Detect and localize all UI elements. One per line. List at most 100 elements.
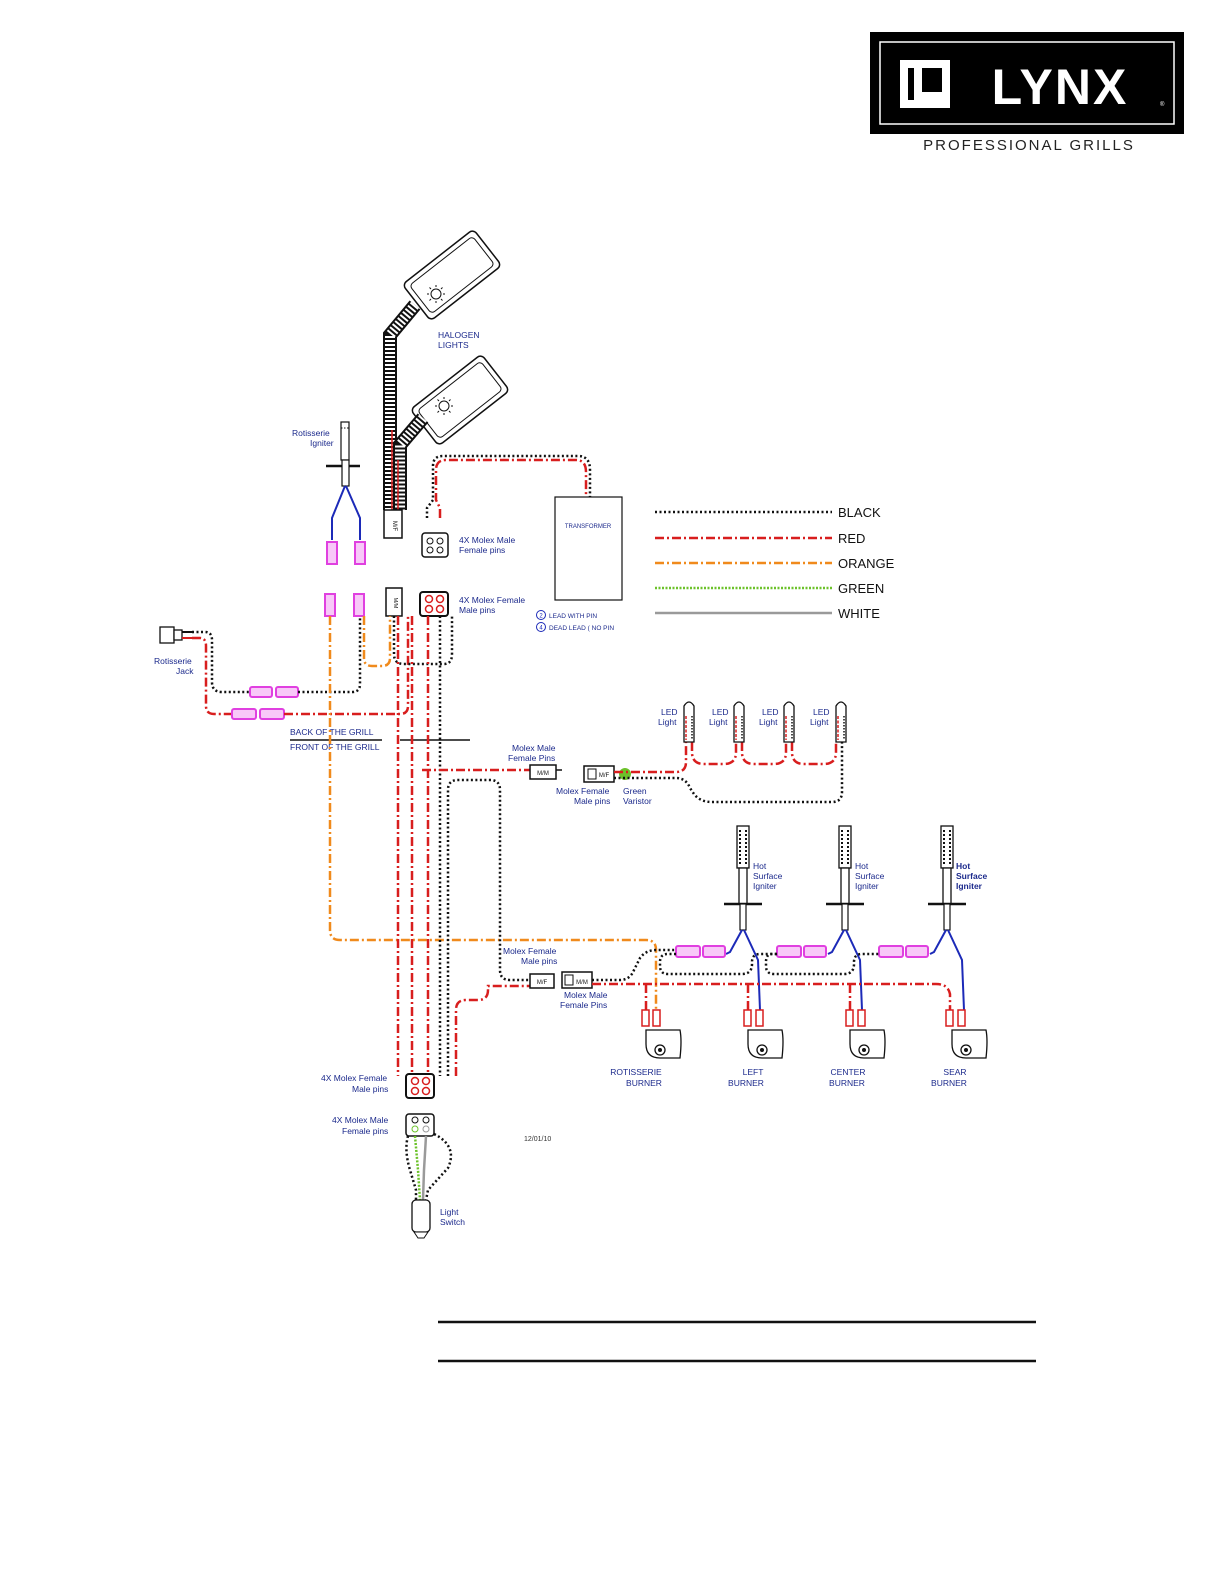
transformer: TRANSFORMER (425, 454, 623, 601)
halogen-connector-label: M/F (391, 521, 397, 532)
logo-mark-icon (900, 60, 950, 108)
molex-mm-led-label: M/M (537, 771, 549, 777)
led-light-1 (683, 701, 695, 743)
molex-female-bottom-label-1: 4X Molex Female (321, 1073, 387, 1083)
led-label-2b: Light (709, 717, 728, 727)
led-label-4b: Light (810, 717, 829, 727)
light-switch-label-1: Light (440, 1207, 459, 1217)
green-varistor-label-2: Varistor (623, 796, 652, 806)
molex-male-top-label-1: 4X Molex Male (459, 535, 515, 545)
dead-lead-label: DEAD LEAD ( NO PIN (549, 625, 614, 632)
hsi-2-label-1: Hot (855, 861, 869, 871)
molex-female-male-pins-2-label-2: Male pins (521, 956, 557, 966)
molex-4x-female-top (419, 591, 449, 617)
molex-female-male-pins-label-2: Male pins (574, 796, 610, 806)
hot-surface-igniter-2 (826, 825, 864, 1011)
molex-male-female-pins-label-1: Molex Male (512, 743, 556, 753)
led-light-4 (835, 701, 847, 743)
hot-surface-igniter-1 (724, 825, 762, 1011)
sear-burner-label-2: BURNER (931, 1078, 967, 1088)
rotisserie-jack-label-2: Jack (176, 666, 194, 676)
igniter-terminal-right (354, 541, 366, 565)
molex-male-top-label-2: Female pins (459, 545, 505, 555)
rotisserie-jack-label-1: Rotisserie (154, 656, 192, 666)
rotisserie-burner-valve (641, 1009, 682, 1059)
rotisserie-igniter (326, 421, 366, 565)
led-label-2a: LED (712, 707, 729, 717)
molex-male-female-pins-2-label-2: Female Pins (560, 1000, 607, 1010)
mm-connector-top-label: M/M (392, 598, 398, 609)
rotisserie-burner-label-1: ROTISSERIE (610, 1067, 662, 1077)
lynx-logo: LYNX ® PROFESSIONAL GRILLS (870, 32, 1184, 154)
legend-black: BLACK (838, 505, 881, 520)
molex-male-bottom-label-2: Female pins (342, 1126, 388, 1136)
molex-mf-bottom-label: M/F (537, 980, 548, 986)
sear-burner-valve (945, 1009, 988, 1059)
sun-icon (427, 285, 445, 303)
led-label-1a: LED (661, 707, 678, 717)
legend-red: RED (838, 531, 865, 546)
light-switch (411, 1199, 431, 1239)
green-varistor-label-1: Green (623, 786, 647, 796)
transformer-label: TRANSFORMER (565, 524, 612, 530)
halogen-light-lower (411, 355, 509, 445)
pin-note: 2 LEAD WITH PIN 4 DEAD LEAD ( NO PIN (536, 610, 614, 632)
wire-color-legend: BLACK RED ORANGE GREEN WHITE (655, 505, 895, 621)
led-label-3b: Light (759, 717, 778, 727)
rotisserie-igniter-label-1: Rotisserie (292, 428, 330, 438)
hsi-3-label-3: Igniter (956, 881, 983, 891)
molex-mf-bottom: M/F (529, 973, 555, 989)
orange-wire (328, 616, 658, 1010)
mm-connector-top: M/M (385, 587, 403, 617)
light-switch-label-2: Switch (440, 1217, 465, 1227)
molex-male-female-pins-2-label-1: Molex Male (564, 990, 608, 1000)
molex-female-male-pins-label-1: Molex Female (556, 786, 610, 796)
molex-4x-male-bottom (405, 1113, 435, 1137)
hsi-1-label-2: Surface (753, 871, 783, 881)
halogen-lights: M/F (383, 230, 509, 539)
terminal-magenta (324, 593, 336, 617)
logo-tagline: PROFESSIONAL GRILLS (923, 137, 1135, 154)
molex-4x-male-top (421, 532, 449, 558)
sear-burner-label-1: SEAR (943, 1067, 966, 1077)
inline-connector (878, 945, 929, 958)
halogen-label-1: HALOGEN (438, 330, 480, 340)
halogen-label-2: LIGHTS (438, 340, 469, 350)
legend-green: GREEN (838, 581, 884, 596)
led-light-2 (733, 701, 745, 743)
halogen-connector (383, 509, 403, 539)
back-of-grill-label: BACK OF THE GRILL (290, 727, 374, 737)
hsi-2-label-3: Igniter (855, 881, 879, 891)
molex-mf-led-label: M/F (599, 773, 610, 779)
pin-2-marker: 2 (539, 614, 543, 620)
rotisserie-burner-label-2: BURNER (626, 1078, 662, 1088)
left-burner-label-1: LEFT (743, 1067, 764, 1077)
legend-white: WHITE (838, 606, 880, 621)
inline-connector (776, 945, 827, 958)
molex-female-top-label-1: 4X Molex Female (459, 595, 525, 605)
igniter-terminal-left (326, 541, 338, 565)
hsi-3-label-1: Hot (956, 861, 970, 871)
inline-connector (249, 686, 299, 698)
center-burner-label-2: BURNER (829, 1078, 865, 1088)
hsi-1-label-1: Hot (753, 861, 767, 871)
logo-brand: LYNX (992, 59, 1129, 115)
molex-4x-female-bottom (405, 1073, 435, 1099)
terminal-magenta (353, 593, 365, 617)
inline-connector (231, 708, 285, 720)
molex-male-female-pins-label-2: Female Pins (508, 753, 555, 763)
hot-surface-igniter-3 (928, 825, 966, 1011)
left-burner-valve (743, 1009, 784, 1059)
left-burner-label-2: BURNER (728, 1078, 764, 1088)
inline-connector (675, 945, 726, 958)
molex-female-male-pins-2-label-1: Molex Female (503, 946, 557, 956)
pin-4-marker: 4 (539, 626, 543, 632)
front-of-grill-label: FRONT OF THE GRILL (290, 742, 380, 752)
molex-mm-bottom-label: M/M (576, 980, 588, 986)
lead-with-pin-label: LEAD WITH PIN (549, 613, 597, 620)
led-light-3 (783, 701, 795, 743)
rotisserie-jack (159, 626, 192, 644)
molex-male-bottom-label-1: 4X Molex Male (332, 1115, 388, 1125)
molex-female-bottom-label-2: Male pins (352, 1084, 388, 1094)
